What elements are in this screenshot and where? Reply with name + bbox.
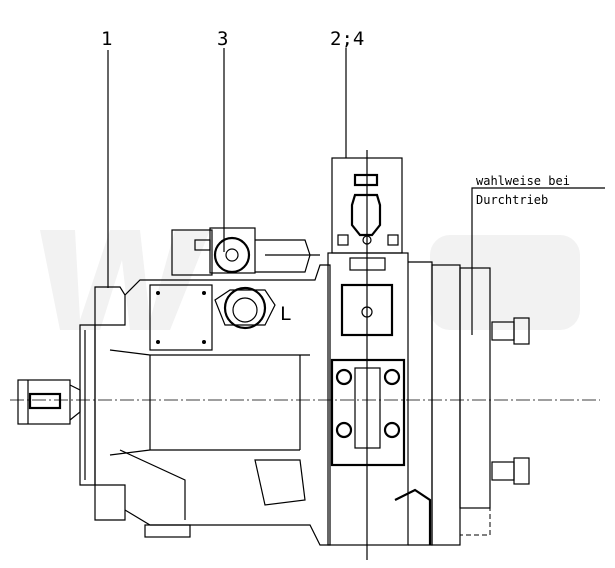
note-line-2: Durchtrieb bbox=[476, 193, 548, 207]
drive-shaft bbox=[17, 379, 81, 425]
port-l-label: L bbox=[280, 303, 291, 325]
note-line-1: wahlweise bei bbox=[476, 174, 570, 188]
mounting-flange bbox=[79, 286, 126, 521]
leader-line-note bbox=[471, 187, 605, 335]
item-label-2-4: 2;4 bbox=[330, 28, 364, 50]
end-cover bbox=[408, 261, 530, 546]
pump-housing: L bbox=[109, 264, 331, 546]
watermark bbox=[40, 230, 580, 330]
bolt-top bbox=[491, 317, 530, 345]
item-label-1: 1 bbox=[101, 28, 112, 50]
pressure-valve bbox=[171, 227, 320, 276]
item-label-3: 3 bbox=[217, 28, 228, 50]
control-block bbox=[327, 150, 432, 560]
bolt-bottom bbox=[491, 457, 530, 485]
